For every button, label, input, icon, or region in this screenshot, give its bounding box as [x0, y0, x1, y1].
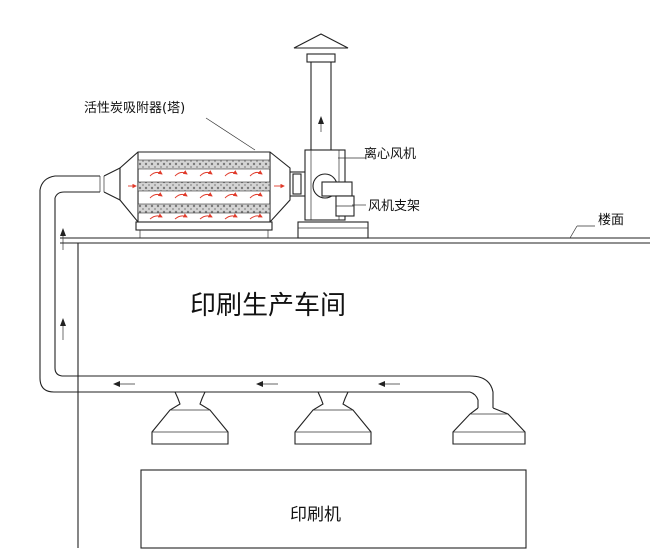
fan-support [297, 204, 369, 239]
centrifugal-fan [304, 149, 366, 221]
printing-machine [140, 469, 527, 549]
collection-duct [78, 375, 494, 408]
airflow-arrow-icon [128, 170, 285, 220]
riser-duct [39, 167, 121, 393]
activated-carbon-adsorber [119, 117, 291, 238]
flow-direction-arrow-icon [60, 228, 66, 250]
centrifugal-fan-label: 离心风机 [364, 146, 416, 162]
extraction-hood [151, 391, 229, 445]
carbon-bed-layer [137, 181, 271, 192]
flow-direction-arrow-icon [113, 381, 135, 387]
carbon-bed-layer [137, 159, 271, 170]
exhaust-stack [293, 33, 349, 150]
fan-support-label: 风机支架 [368, 199, 420, 214]
floor-label: 楼面 [598, 213, 624, 228]
extraction-hood [294, 391, 372, 445]
flow-direction-arrow-icon [256, 381, 278, 387]
flow-direction-arrow-icon [378, 381, 400, 387]
adsorber-label: 活性炭吸附器(塔) [84, 101, 185, 116]
flow-direction-arrow-icon [60, 318, 66, 340]
fan-inlet-duct [290, 171, 305, 197]
floor-leader [569, 225, 578, 239]
carbon-bed-layer [137, 203, 271, 214]
workshop-label: 印刷生产车间 [190, 291, 346, 321]
printing-machine-label: 印刷机 [290, 505, 341, 525]
extraction-hood [452, 407, 526, 445]
flow-direction-arrow-icon [318, 116, 324, 132]
